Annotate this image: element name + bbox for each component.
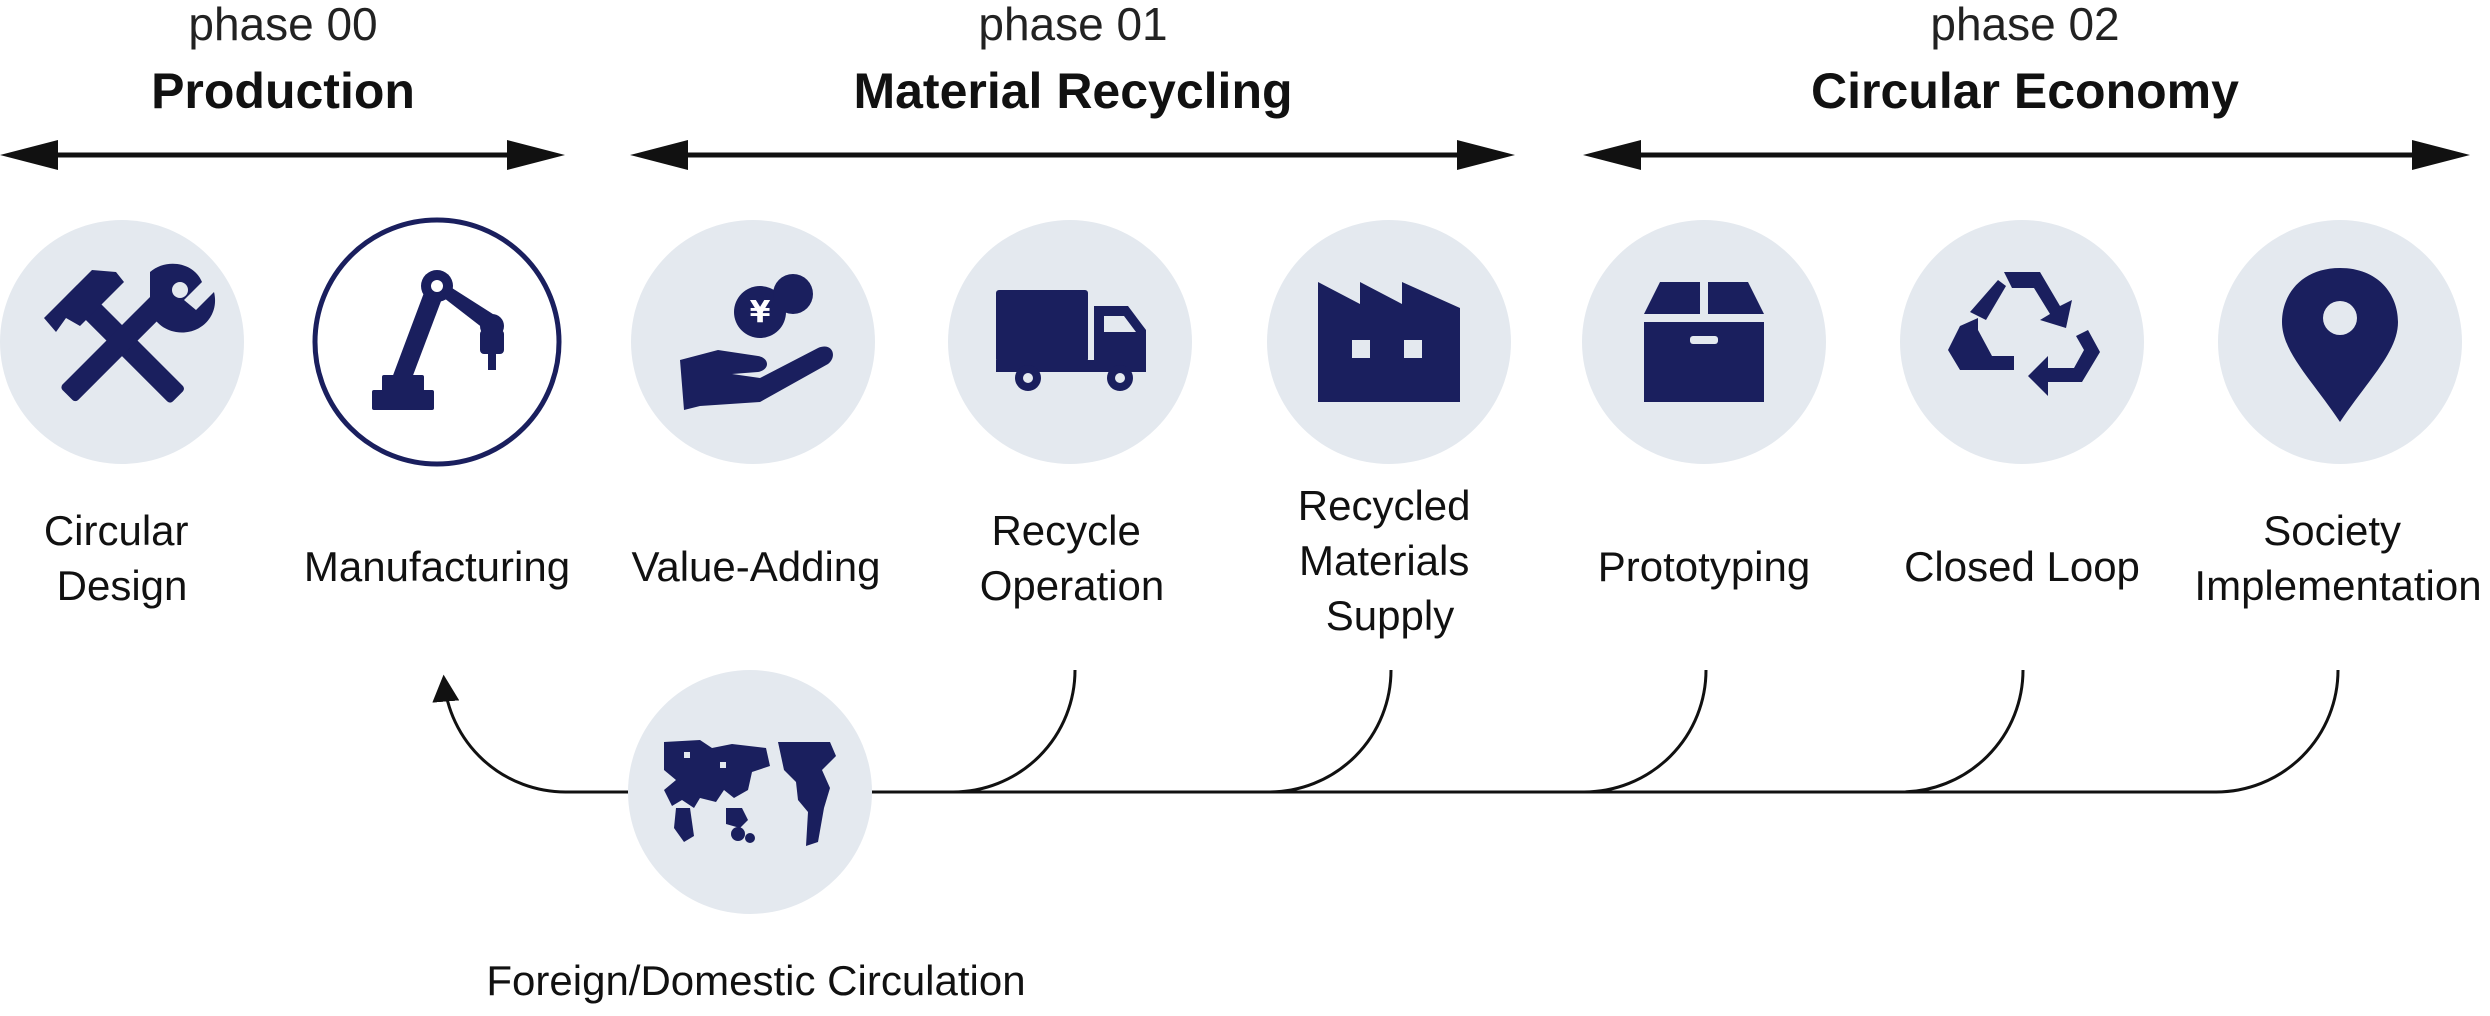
factory-icon [1318, 282, 1460, 402]
phase-01-left-arrowhead [630, 140, 688, 170]
recycled-materials-supply-label: Recycled Materials Supply [1298, 482, 1482, 639]
closed-loop-label: Closed Loop [1904, 543, 2140, 590]
connector-recycle-operation [952, 669, 1077, 794]
step-recycled-materials-supply [1267, 220, 1511, 464]
phase-00-right-arrowhead [507, 140, 565, 170]
phase-01-label: phase 01 [978, 0, 1167, 50]
step-closed-loop [1900, 220, 2144, 464]
map-pin-icon [2282, 268, 2398, 422]
society-implementation-label: Society Implementation [2194, 507, 2481, 609]
flow-connectors [432, 669, 2340, 794]
phase-02-title: Circular Economy [1811, 63, 2239, 119]
circulation-label: Foreign/Domestic Circulation [486, 957, 1025, 1004]
recycle-operation-label: Recycle Operation [980, 507, 1164, 609]
truck-icon [996, 290, 1146, 391]
phase-02-right-arrowhead [2412, 140, 2470, 170]
step-recycle-operation [948, 220, 1192, 464]
manufacturing-icon-bg [312, 217, 562, 467]
prototyping-label: Prototyping [1598, 543, 1810, 590]
phase-02-label: phase 02 [1930, 0, 2119, 50]
robot-arm-icon [372, 270, 504, 410]
phase-01-right-arrowhead [1457, 140, 1515, 170]
step-circular-design [0, 220, 244, 464]
phase-02-left-arrowhead [1583, 140, 1641, 170]
phase-01-header: phase 01 Material Recycling [630, 0, 1515, 170]
closed-loop-icon-bg [1900, 220, 2144, 464]
connector-prototyping [1583, 669, 1708, 794]
value-adding-icon-bg [631, 220, 875, 464]
circulation-icon-bg [628, 670, 872, 914]
world-map-icon [664, 740, 836, 846]
recycle-icon [1948, 272, 2100, 396]
connector-society-implementation [2215, 669, 2340, 794]
value-adding-label: Value-Adding [631, 543, 880, 590]
connector-recycled-materials-supply [1268, 669, 1393, 794]
tools-icon [44, 263, 216, 403]
phase-02-header: phase 02 Circular Economy [1583, 0, 2470, 170]
connector-closed-loop [1900, 669, 2025, 794]
step-labels: Circular Design Manufacturing Value-Addi… [44, 482, 2482, 1004]
phase-00-label: phase 00 [188, 0, 377, 50]
phase-00-left-arrowhead [0, 140, 58, 170]
circulation-hub [628, 670, 872, 914]
connector-to-manufacturing [432, 674, 630, 794]
svg-text:¥: ¥ [750, 295, 771, 330]
phase-00-header: phase 00 Production [0, 0, 565, 170]
phase-00-title: Production [151, 63, 415, 119]
step-value-adding: ¥ [631, 220, 875, 464]
phase-01-title: Material Recycling [853, 63, 1292, 119]
step-manufacturing [312, 217, 562, 467]
box-icon [1644, 282, 1764, 402]
step-prototyping [1582, 220, 1826, 464]
yen-hand-icon: ¥ [680, 274, 833, 410]
step-society-implementation [2218, 220, 2462, 464]
manufacturing-label: Manufacturing [304, 543, 570, 590]
circular-design-label: Circular Design [44, 507, 200, 609]
